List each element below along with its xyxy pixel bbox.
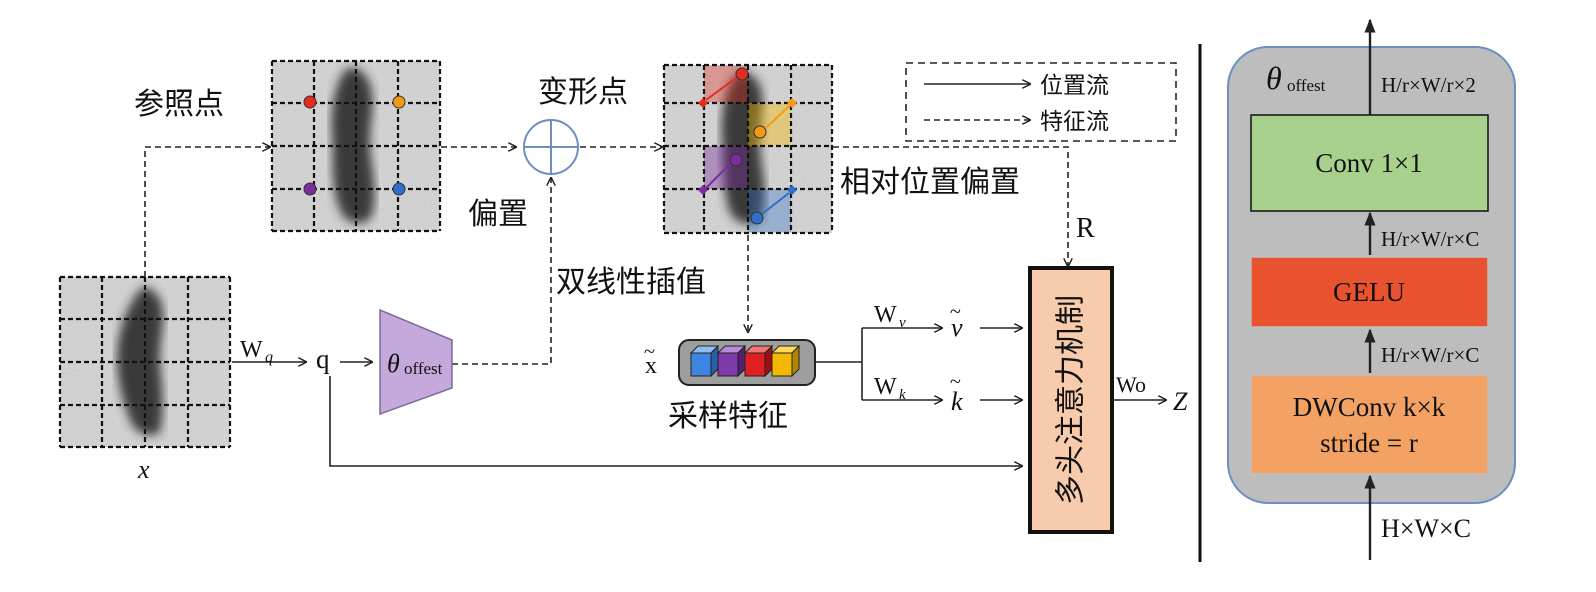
panel-theta-label: θ: [1266, 60, 1282, 96]
dim-input: H×W×C: [1381, 514, 1471, 543]
feature-cube-blue: [689, 344, 720, 378]
add-operator: [523, 119, 579, 175]
deformed-points-label: 变形点: [538, 75, 628, 110]
reference-points-patch: [270, 59, 442, 233]
bilinear-interpolation-label: 双线性插值: [556, 265, 706, 300]
deformed-point-blue: [750, 211, 764, 225]
wk-subscript: k: [899, 387, 906, 403]
sampled-features-label: 采样特征: [668, 399, 788, 434]
relative-position-bias-label: 相对位置偏置: [840, 165, 1020, 200]
reference-points-label: 参照点: [134, 87, 224, 122]
input-image-patch: [58, 275, 232, 449]
sampled-feature-group: [678, 339, 816, 386]
legend-position-flow: 位置流: [1040, 73, 1109, 99]
z-label: Z: [1173, 387, 1188, 416]
dwconv-label-line2: stride = r: [1320, 428, 1418, 458]
panel-theta-sub: offest: [1287, 76, 1326, 95]
k-tilde-accent: ~: [950, 371, 961, 393]
offset-network-panel: Conv 1×1 GELU DWConv k×k stride = r θ of…: [1227, 18, 1516, 560]
legend: 位置流 特征流: [905, 62, 1177, 142]
wv-label: W: [874, 302, 897, 328]
offset-theta-sub: offest: [404, 359, 443, 378]
gelu-block: [1250, 256, 1489, 328]
x-tilde-accent: ~: [644, 341, 655, 363]
dwconv-label-line1: DWConv k×k: [1293, 392, 1446, 422]
deformed-point-purple: [729, 153, 743, 167]
ref-point-orange: [392, 95, 406, 109]
legend-feature-flow: 特征流: [1040, 109, 1109, 135]
wq-subscript: q: [265, 349, 273, 366]
r-label: R: [1076, 213, 1095, 244]
arrow-offset-to-add: [452, 178, 551, 365]
conv1x1-block: [1250, 114, 1489, 212]
ref-point-red: [303, 95, 317, 109]
deformed-points-patch: [662, 63, 834, 235]
arrow-q-to-attention: [329, 376, 1022, 466]
wk-label: W: [874, 374, 897, 400]
wv-subscript: v: [899, 315, 906, 331]
attention-label: 多头注意力机制: [1054, 295, 1089, 505]
connectors: [144, 146, 1166, 466]
wq-label: W: [240, 337, 263, 363]
x-tilde-label: x: [645, 353, 657, 379]
feature-cube-purple: [716, 344, 747, 378]
k-tilde-label: k: [951, 387, 963, 416]
ref-point-purple: [303, 182, 317, 196]
arrow-bias-to-attention: [833, 146, 1068, 266]
dim-output: H/r×W/r×2: [1381, 73, 1476, 97]
conv1x1-label: Conv 1×1: [1315, 148, 1423, 178]
deformed-point-red: [735, 67, 749, 81]
dwconv-block: [1250, 374, 1489, 475]
feature-cube-red: [743, 344, 774, 378]
deformed-point-orange: [753, 125, 767, 139]
feature-cube-yellow: [770, 344, 801, 378]
offset-network-block: [379, 308, 453, 416]
q-label: q: [316, 344, 330, 374]
v-tilde-accent: ~: [950, 301, 961, 323]
offset-theta-label: θ: [387, 349, 400, 378]
input-x-label: x: [137, 455, 150, 484]
dim-after-dwconv: H/r×W/r×C: [1381, 343, 1479, 367]
v-tilde-label: v: [951, 313, 963, 342]
multi-head-attention-block: [1028, 266, 1114, 534]
dim-after-gelu: H/r×W/r×C: [1381, 227, 1479, 251]
offset-label: 偏置: [468, 197, 528, 232]
gelu-label: GELU: [1333, 277, 1405, 307]
wo-label: Wo: [1116, 372, 1146, 397]
ref-point-blue: [392, 182, 406, 196]
arrow-x-to-reference: [144, 147, 270, 277]
